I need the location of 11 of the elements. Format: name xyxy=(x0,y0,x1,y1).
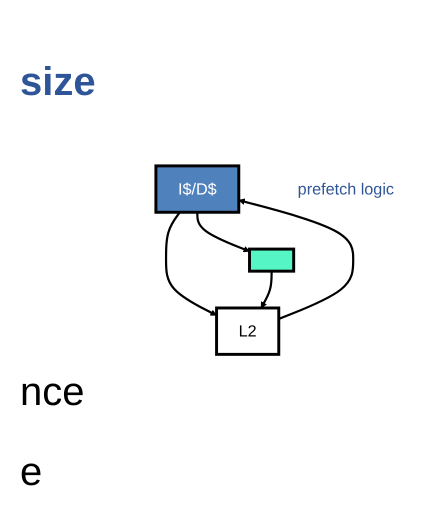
text-fragment: nce xyxy=(20,370,84,415)
arrow xyxy=(164,211,217,316)
text-fragment: e xyxy=(20,450,42,495)
heading-fragment: size xyxy=(20,60,96,105)
node-label: prefetch logic xyxy=(298,180,394,198)
arrow xyxy=(238,198,354,320)
node-box: L2 xyxy=(215,306,280,356)
arrow xyxy=(196,212,250,252)
node-box xyxy=(248,247,296,273)
arrow xyxy=(260,271,273,308)
node-box: I$/D$ xyxy=(154,164,240,214)
